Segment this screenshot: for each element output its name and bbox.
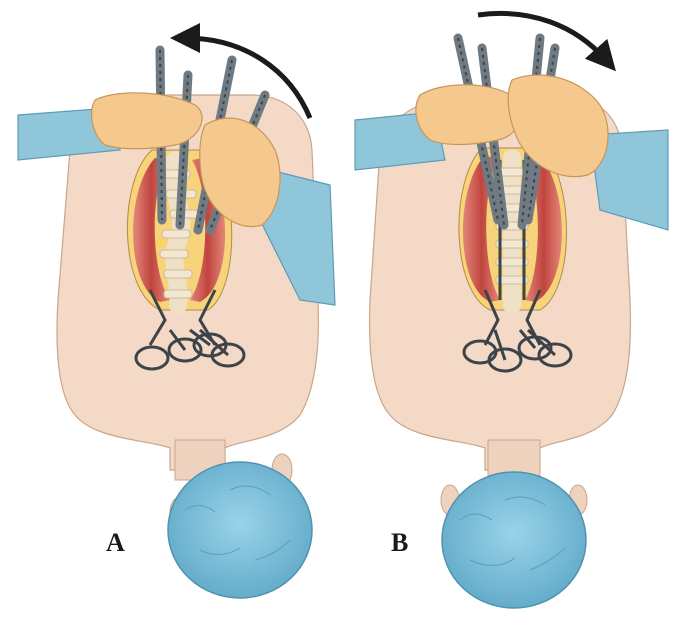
- rotation-arrow-a: [170, 23, 313, 119]
- cap-texture-a: [184, 485, 291, 561]
- panel-b: [354, 10, 669, 609]
- yellow-marker-a: [156, 238, 164, 246]
- panel-a: [17, 23, 336, 599]
- surgeon-glove-left-b: [415, 84, 522, 146]
- muscle-left-a: [133, 158, 170, 302]
- rotation-arrow-b: [477, 10, 616, 72]
- surgical-cap-b: [441, 471, 587, 609]
- clamps-a: [134, 289, 246, 371]
- surgical-cap-a: [167, 461, 313, 599]
- panel-label-b: B: [391, 528, 409, 557]
- panel-label-a: A: [106, 528, 125, 557]
- cap-texture-b: [459, 496, 566, 571]
- muscle-right-b: [525, 156, 562, 302]
- clamps-b: [462, 289, 573, 373]
- surgeon-arm-right-b: [589, 129, 669, 231]
- surgeon-glove-left-a: [91, 92, 203, 150]
- spine-a: [163, 151, 191, 314]
- muscle-left-b: [462, 156, 500, 302]
- surgeon-glove-right-a: [199, 117, 281, 228]
- surgeon-glove-right-b: [507, 74, 609, 178]
